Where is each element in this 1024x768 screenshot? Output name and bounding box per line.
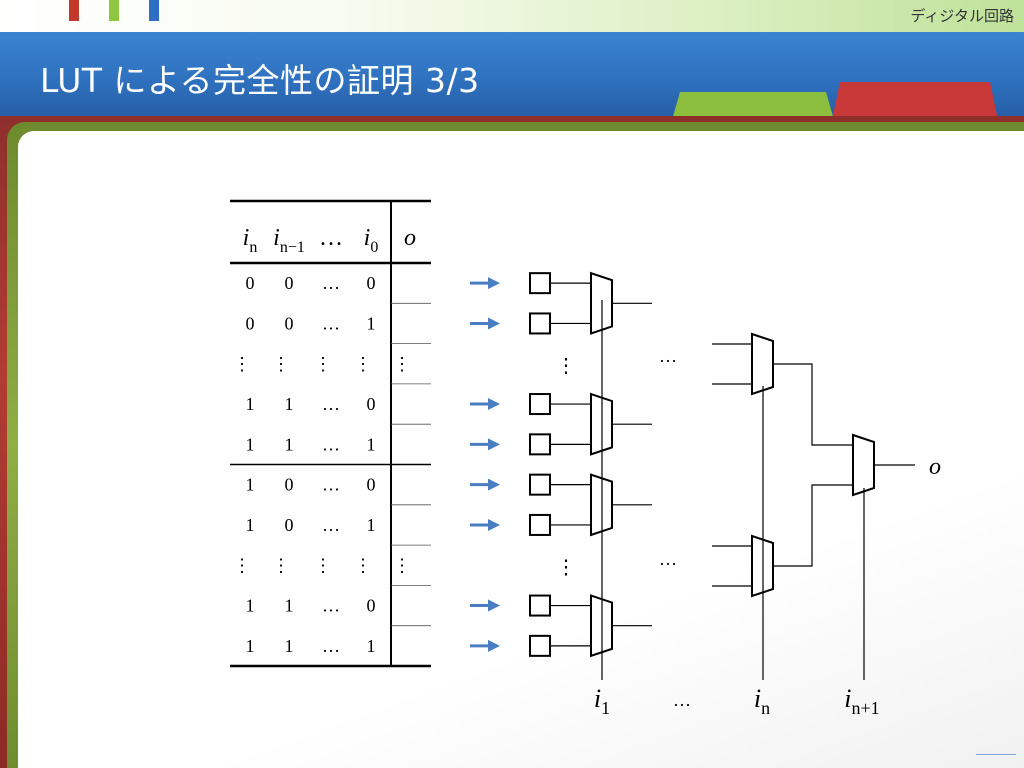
truth-table: in in−1 … i0 o 0 0 … 0 0 0 … 1 ⋮ ⋮ ⋮ ⋮ ⋮ 1 1 … 0 1 1 … 1 1 0 … 0 1 0 … 1 ⋮… [230,199,431,668]
wire [773,484,853,567]
table-cell: 0 [285,515,294,535]
select-label: in [754,684,770,718]
table-cell: 1 [246,515,255,535]
horizontal-ellipsis: … [659,346,677,366]
arrow-head [488,478,500,491]
table-cell: 0 [367,475,376,495]
lut-memory-cell [529,272,551,295]
table-cell: … [322,273,340,293]
vertical-ellipsis: ⋮ [556,556,576,578]
course-label: ディジタル回路 [910,7,1014,25]
lut-memory-cell [529,393,551,416]
table-cell: ⋮ [272,354,290,374]
table-cell: 0 [246,313,255,333]
table-cell: 0 [367,394,376,414]
table-cell: 0 [285,313,294,333]
top-strip [0,0,1024,32]
table-cell: 1 [285,596,294,616]
table-cell: 1 [285,434,294,454]
arrow-head [488,639,500,652]
vertical-ellipsis: ⋮ [556,355,576,377]
table-cell: 1 [246,636,255,656]
tab-green [672,92,834,120]
table-header-cell: … [319,225,343,251]
mux-final [852,433,875,497]
lut-memory-cell [529,594,551,617]
table-cell: ⋮ [354,354,372,374]
table-cell: ⋮ [272,555,290,575]
lut-memory-cell [529,634,551,657]
arrow-head [488,599,500,612]
table-cell: 1 [246,394,255,414]
table-cell: ⋮ [354,555,372,575]
lut-memory-cell [529,433,551,456]
arrow-head [488,438,500,451]
table-cell: ⋮ [393,354,411,374]
table-cell: 0 [285,475,294,495]
table-cell: 1 [367,636,376,656]
arrow-head [488,277,500,290]
mux-stage-n [751,332,774,396]
table-header-cell: o [404,225,416,251]
select-label: … [673,690,691,710]
table-cell: 1 [285,636,294,656]
slide-title: LUT による完全性の証明 3/3 [40,61,480,100]
lut-memory-cell [529,312,551,335]
lut-memory-cell [529,513,551,536]
table-cell: ⋮ [233,555,251,575]
table-cell: ⋮ [314,555,332,575]
table-cell: 0 [246,273,255,293]
table-cell: 1 [367,313,376,333]
table-cell: 1 [367,515,376,535]
table-cell: ⋮ [233,354,251,374]
deco-bar-blue [149,0,159,21]
arrow-head [488,317,500,330]
table-header-cell: i0 [364,225,379,256]
lut-memory-cell [529,473,551,496]
table-cell: 1 [246,434,255,454]
table-cell: … [322,475,340,495]
arrow-head [488,398,500,411]
table-cell: 1 [285,394,294,414]
table-cell: ⋮ [393,555,411,575]
output-label: o [929,454,941,480]
mux-tree-circuit: ⋮ ⋮ … … o i1 … in in+1 [470,271,941,718]
table-cell: … [322,313,340,333]
select-label: in+1 [844,684,879,718]
table-cell: … [322,394,340,414]
table-cell: 0 [285,273,294,293]
table-cell: 1 [246,475,255,495]
table-cell: 0 [367,273,376,293]
table-cell: 1 [367,434,376,454]
wire [773,363,853,446]
table-header-cell: in [243,225,258,256]
tab-red [832,82,998,120]
select-label: i1 [594,684,610,718]
table-cell: … [322,636,340,656]
table-cell: … [322,434,340,454]
table-cell: … [322,515,340,535]
table-cell: 1 [246,596,255,616]
table-cell: 0 [367,596,376,616]
horizontal-ellipsis: … [659,549,677,569]
arrow-head [488,518,500,531]
deco-bar-green [109,0,119,21]
table-header-cell: in−1 [273,225,305,256]
deco-bar-red [69,0,79,21]
table-cell: ⋮ [314,354,332,374]
table-cell: … [322,596,340,616]
bottom-rule [976,754,1016,755]
